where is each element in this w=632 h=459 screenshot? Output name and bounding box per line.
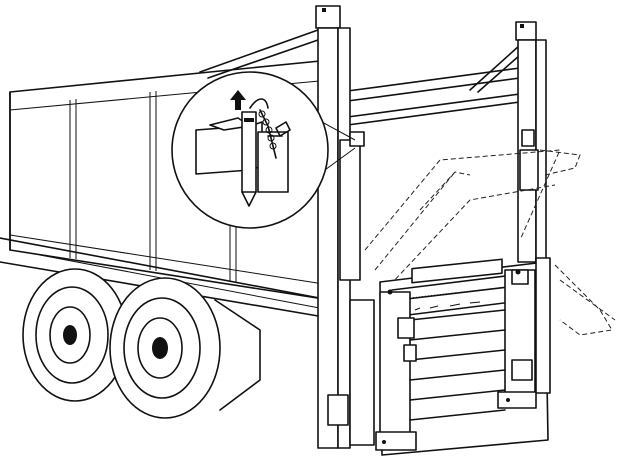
rear-wheel-right bbox=[109, 277, 261, 419]
right-post bbox=[515, 21, 547, 263]
lift-platform bbox=[349, 257, 551, 456]
rear-wheel-left bbox=[22, 268, 128, 402]
detail-callout bbox=[171, 71, 356, 229]
up-arrow-icon bbox=[230, 90, 246, 110]
